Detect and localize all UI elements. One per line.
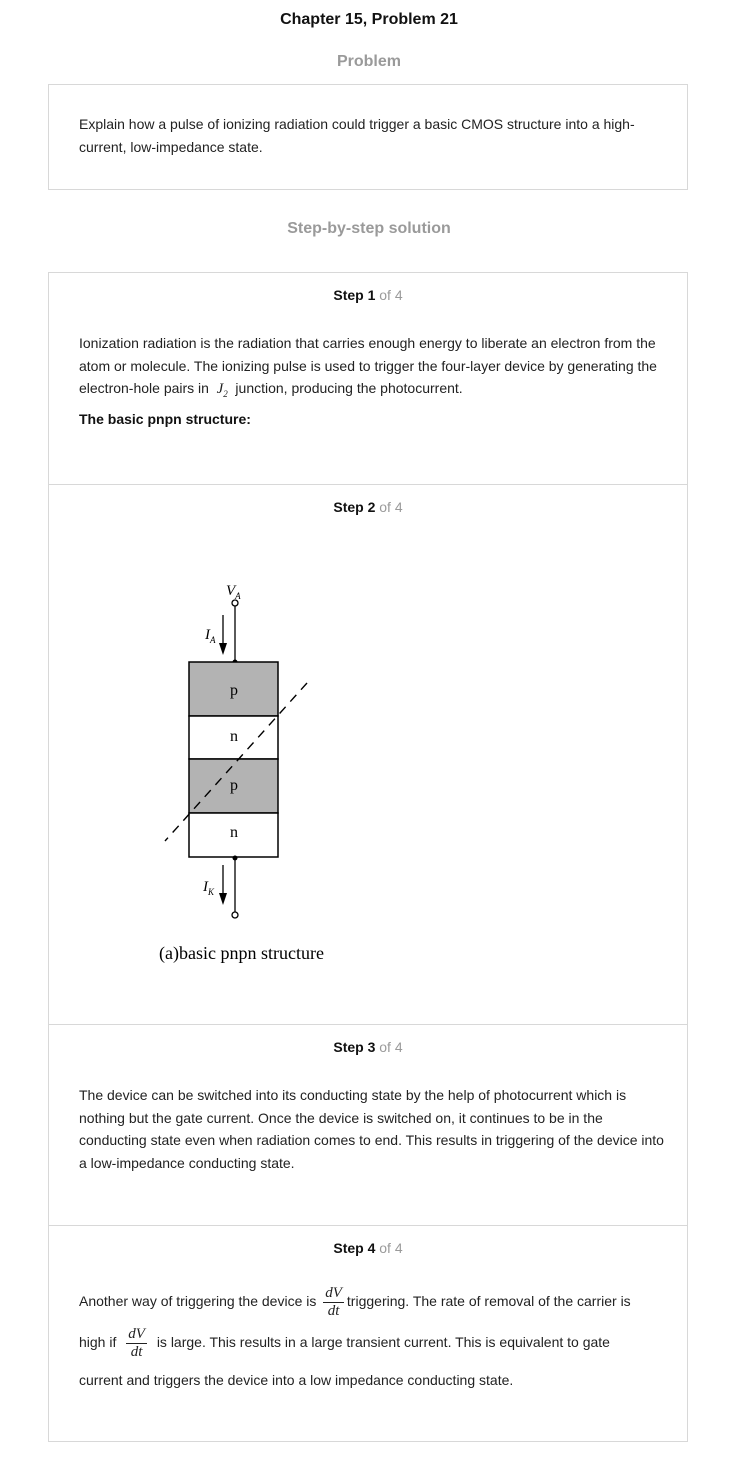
step-2-number: Step 2 bbox=[333, 499, 376, 515]
solution-heading: Step-by-step solution bbox=[287, 220, 451, 237]
layer-n1 bbox=[188, 715, 279, 760]
problem-heading: Problem bbox=[336, 53, 401, 70]
page-title: Chapter 15, Problem 21 bbox=[280, 11, 458, 28]
step-4-label: Step 4 of 4 bbox=[49, 1240, 687, 1256]
step-4-text-a: Another way of triggering the device is bbox=[79, 1293, 317, 1310]
step-1-text-a: Ionization radiation is the radiation th… bbox=[79, 335, 657, 396]
problem-box: Explain how a pulse of ionizing radiatio… bbox=[48, 84, 688, 190]
step-4-of: of 4 bbox=[379, 1240, 403, 1256]
step-1-bold-line: The basic pnpn structure: bbox=[79, 411, 251, 427]
j2-symbol: J2 bbox=[216, 381, 228, 399]
step-4-line-1: Another way of triggering the device is … bbox=[79, 1285, 664, 1320]
step-1-number: Step 1 bbox=[333, 287, 376, 303]
ik-label: IK bbox=[202, 879, 215, 897]
step-4-text-c: high if bbox=[79, 1334, 117, 1351]
step-4-text-d: is large. This results in a large transi… bbox=[156, 1334, 610, 1351]
step-2: Step 2 of 4 VA IA p n p n bbox=[49, 484, 687, 1024]
step-4-number: Step 4 bbox=[333, 1240, 376, 1256]
step-3: Step 3 of 4 The device can be switched i… bbox=[49, 1024, 687, 1225]
step-2-label: Step 2 of 4 bbox=[49, 499, 687, 515]
step-3-label: Step 3 of 4 bbox=[49, 1039, 687, 1055]
layer-n1-label: n bbox=[230, 728, 238, 745]
layer-n2 bbox=[188, 812, 279, 858]
ia-label: IA bbox=[204, 627, 216, 645]
ia-arrow-head bbox=[219, 643, 227, 655]
layer-n2-label: n bbox=[230, 824, 238, 841]
step-3-text: The device can be switched into its cond… bbox=[79, 1087, 664, 1171]
layer-p2-label: p bbox=[230, 777, 238, 794]
step-4-text-b: triggering. The rate of removal of the c… bbox=[346, 1293, 631, 1310]
step-1: Step 1 of 4 Ionization radiation is the … bbox=[49, 273, 687, 484]
solution-box: Step 1 of 4 Ionization radiation is the … bbox=[48, 272, 688, 1442]
step-1-of: of 4 bbox=[379, 287, 403, 303]
problem-text: Explain how a pulse of ionizing radiatio… bbox=[79, 116, 635, 155]
ik-arrow-head bbox=[219, 893, 227, 905]
step-3-of: of 4 bbox=[379, 1039, 403, 1055]
pnpn-structure-figure: VA IA p n p n IK bbox=[159, 583, 324, 964]
anode-terminal bbox=[231, 599, 239, 607]
figure-caption: (a)basic pnpn structure bbox=[159, 943, 324, 964]
step-1-text: Ionization radiation is the radiation th… bbox=[79, 332, 664, 406]
layer-p1-label: p bbox=[230, 682, 238, 699]
radiation-dashed-line bbox=[164, 682, 308, 842]
step-4: Step 4 of 4 Another way of triggering th… bbox=[49, 1225, 687, 1441]
va-label: VA bbox=[226, 583, 241, 601]
cathode-terminal bbox=[231, 911, 239, 919]
step-4-text-e: current and triggers the device into a l… bbox=[79, 1372, 514, 1388]
step-1-label: Step 1 of 4 bbox=[49, 287, 687, 303]
step-1-text-b: junction, producing the photocurrent. bbox=[235, 380, 463, 396]
step-2-of: of 4 bbox=[379, 499, 403, 515]
step-3-number: Step 3 bbox=[333, 1039, 376, 1055]
